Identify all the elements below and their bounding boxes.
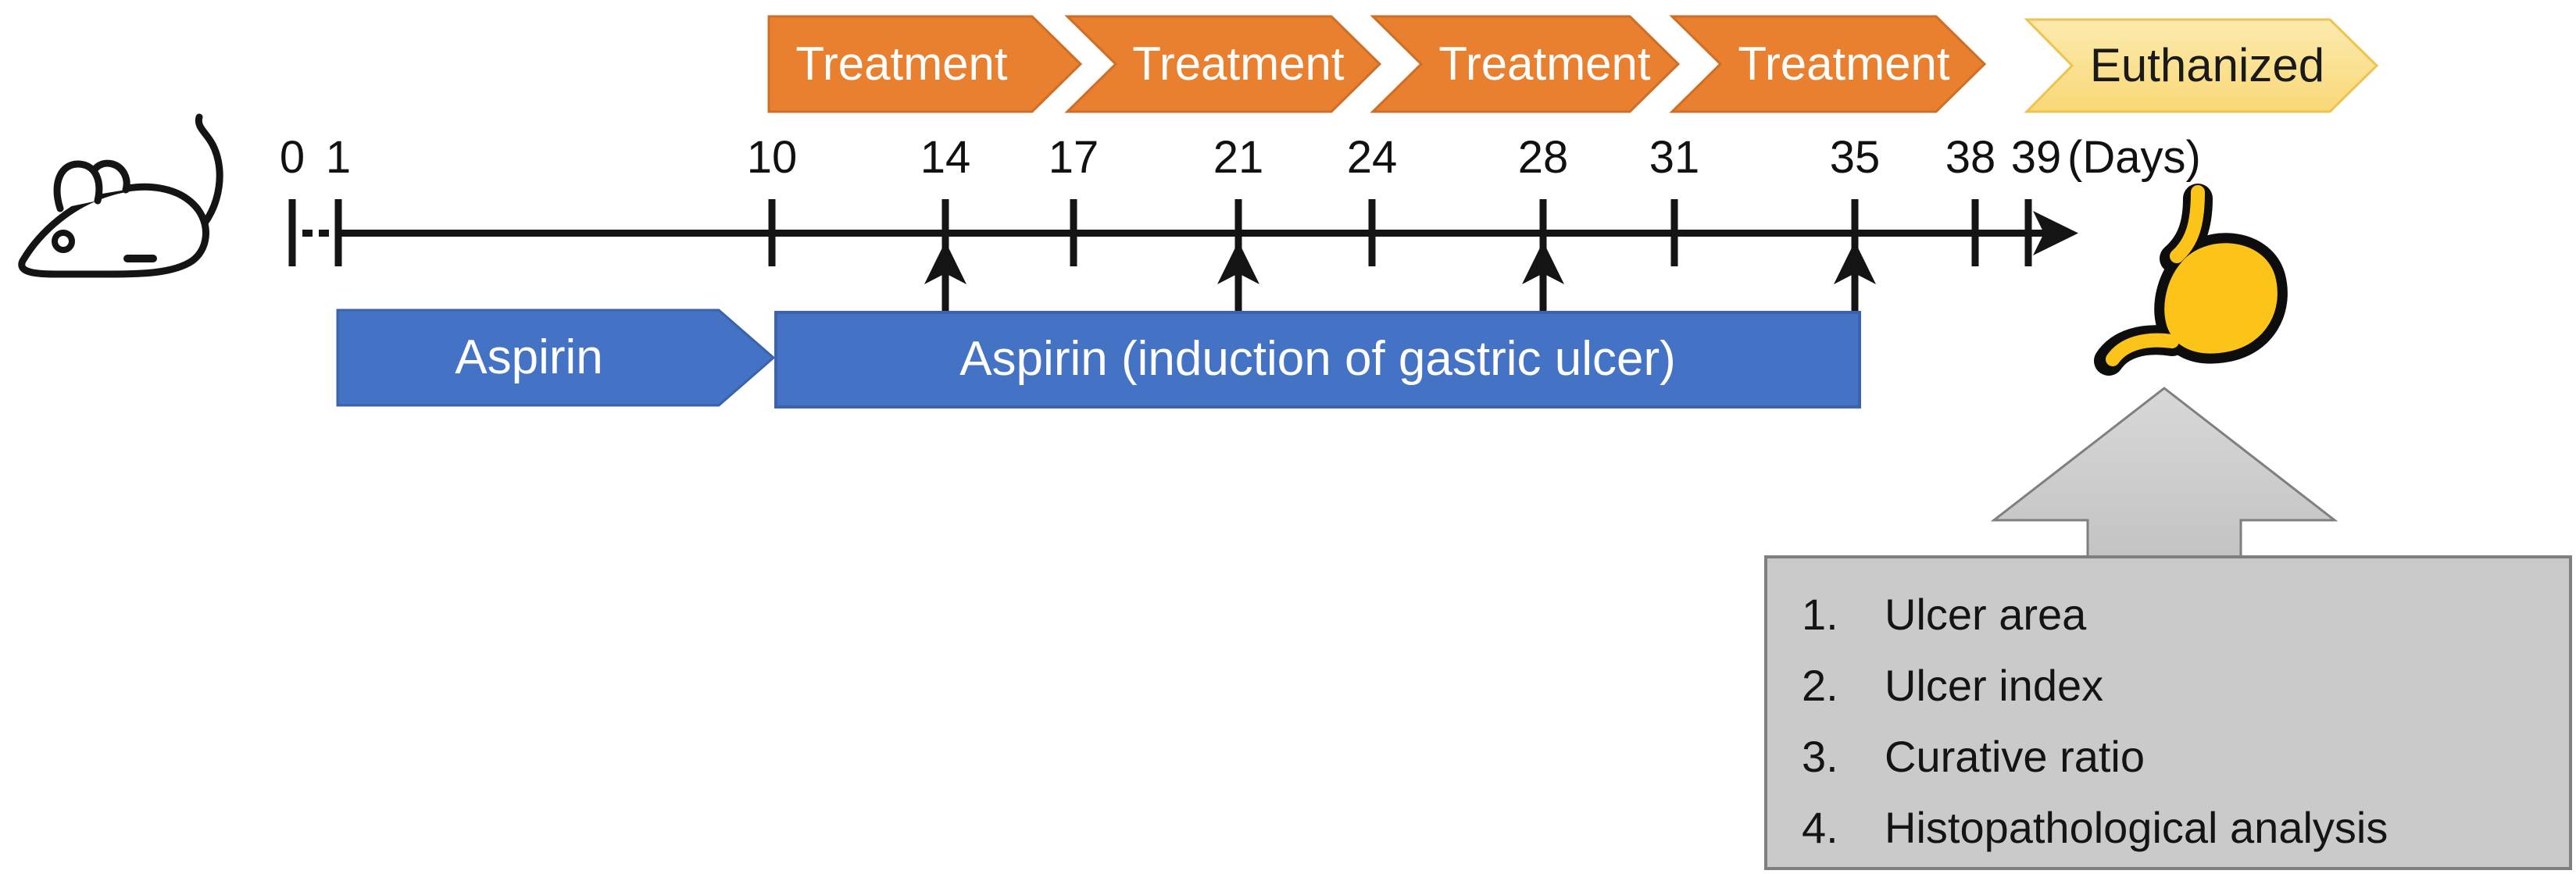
timeline-dot	[319, 230, 329, 237]
dose-arrow-day-28	[1522, 241, 1564, 311]
treatment-banner-shape-2	[1064, 15, 1382, 113]
day-label-24: 24	[1346, 132, 1398, 183]
stomach-esophagus-inner	[2170, 185, 2205, 263]
day-label-39: 39	[2010, 132, 2062, 183]
tick-day-24	[1368, 199, 1376, 266]
tick-day-35	[1851, 199, 1859, 266]
tick-day-17	[1070, 199, 1077, 266]
dose-arrow-day-35	[1834, 241, 1876, 311]
stomach-duodenum-inner	[2106, 333, 2179, 366]
day-label-1: 1	[325, 132, 352, 183]
timeline-arrowhead	[2033, 211, 2078, 255]
tick-day-38	[1971, 199, 1979, 266]
day-label-31: 31	[1649, 132, 1700, 183]
dose-arrows	[924, 241, 1876, 311]
tick-day-14	[941, 199, 949, 266]
timeline-axis	[288, 199, 2078, 266]
dose-arrow-day-14	[924, 241, 966, 311]
day-label-0: 0	[279, 132, 305, 183]
mouse-body	[18, 183, 209, 278]
analysis-item-number: 4.	[1802, 803, 1838, 852]
analysis-item-number: 1.	[1802, 590, 1838, 639]
mouse-icon	[18, 113, 223, 278]
mouse-tail	[191, 113, 223, 237]
analysis-list-box: 1. Ulcer area 2. Ulcer index 3. Curative…	[1764, 555, 2572, 870]
day-label-35: 35	[1829, 132, 1881, 183]
stomach-body	[2154, 233, 2288, 364]
euthanized-banner-label: Euthanized	[2089, 39, 2325, 91]
day-label-38: 38	[1945, 132, 1996, 183]
analysis-item-ulcer-index: 2. Ulcer index	[1802, 650, 2561, 721]
euthanized-banner-shape	[2024, 18, 2379, 113]
tick-day-21	[1234, 199, 1242, 266]
tick-day-39	[2024, 199, 2032, 266]
analysis-item-number: 2.	[1802, 661, 1838, 710]
analysis-item-label: Ulcer index	[1885, 661, 2104, 710]
tick-day-28	[1539, 199, 1547, 266]
mouse-ear-front	[53, 160, 103, 212]
treatment-banner-shape-4	[1669, 15, 1987, 113]
day-label-21: 21	[1213, 132, 1264, 183]
timeline-dot	[302, 230, 313, 237]
induction-phase-label: Aspirin (induction of gastric ulcer)	[959, 332, 1676, 386]
tick-day-31	[1670, 199, 1678, 266]
analysis-item-label: Histopathological analysis	[1885, 803, 2388, 852]
dose-arrow-day-21	[1217, 241, 1259, 311]
aspirin-phase-label: Aspirin	[455, 330, 603, 384]
day-label-14: 14	[920, 132, 971, 183]
day-label-28: 28	[1517, 132, 1569, 183]
analysis-item-number: 3.	[1802, 732, 1838, 781]
analysis-item-label: Curative ratio	[1885, 732, 2145, 781]
timeline-line	[335, 230, 2045, 237]
tick-day-1	[334, 199, 342, 266]
analysis-item-label: Ulcer area	[1885, 590, 2087, 639]
treatment-banner-label-1: Treatment	[795, 37, 1008, 90]
treatment-banner-shape-3	[1370, 15, 1681, 113]
stomach-icon	[2094, 184, 2288, 376]
day-label-17: 17	[1048, 132, 1099, 183]
analysis-item-histopathological: 4. Histopathological analysis	[1802, 792, 2561, 863]
mouse-eye	[52, 230, 75, 253]
day-label-10: 10	[746, 132, 798, 183]
tick-day-0	[288, 199, 296, 266]
treatment-banner-label-2: Treatment	[1132, 37, 1345, 90]
aspirin-phase-shape	[336, 309, 776, 407]
analysis-item-ulcer-area: 1. Ulcer area	[1802, 579, 2561, 650]
induction-phase-shape	[774, 311, 1861, 408]
days-unit-label: (Days)	[2067, 132, 2201, 183]
tick-day-10	[768, 199, 776, 266]
analysis-arrow	[1990, 387, 2338, 561]
treatment-banner-label-3: Treatment	[1438, 37, 1651, 90]
treatment-banner-label-4: Treatment	[1738, 37, 1950, 90]
treatment-banner-shape-1	[767, 15, 1083, 113]
analysis-item-curative-ratio: 3. Curative ratio	[1802, 721, 2561, 792]
